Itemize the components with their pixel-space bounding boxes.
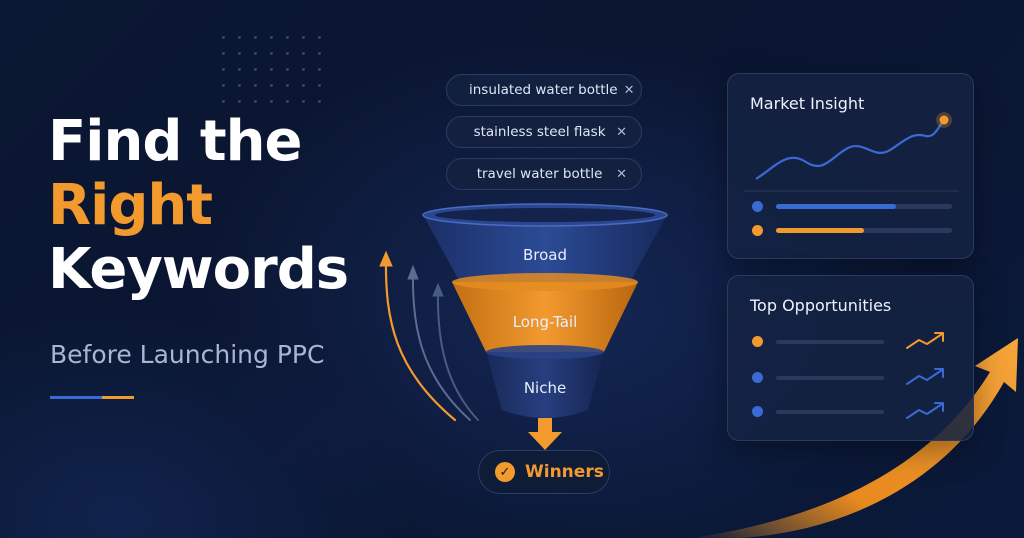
opportunity-placeholder-bar	[776, 376, 884, 380]
funnel-stage-long-tail: Long-Tail	[512, 313, 578, 331]
market-insight-card: Market Insight	[727, 73, 974, 259]
headline-line-3: Keywords	[48, 237, 349, 302]
top-opportunities-title: Top Opportunities	[750, 296, 892, 315]
accent-underline	[50, 396, 134, 399]
headline-line-1: Find the	[48, 109, 303, 174]
keyword-chip-label: insulated water bottle	[469, 82, 618, 98]
insight-bar-row	[752, 201, 763, 212]
check-icon: ✓	[495, 462, 515, 482]
insight-bar-row	[752, 225, 763, 236]
market-insight-title: Market Insight	[750, 94, 865, 113]
trend-up-icon	[906, 402, 944, 419]
keyword-chip[interactable]: insulated water bottle ✕	[446, 74, 642, 106]
funnel-stage-niche: Niche	[523, 379, 567, 397]
subtitle: Before Launching PPC	[50, 340, 325, 369]
insight-bar-track	[776, 228, 952, 233]
close-icon[interactable]: ✕	[616, 166, 627, 182]
bar-dot	[752, 201, 763, 212]
funnel-stage-broad: Broad	[522, 246, 568, 264]
headline: Find the Right Keywords	[48, 109, 349, 302]
keyword-chip[interactable]: stainless steel flask ✕	[446, 116, 642, 148]
close-icon[interactable]: ✕	[616, 124, 627, 140]
opportunity-row[interactable]	[728, 368, 975, 388]
trend-line-chart	[744, 112, 959, 192]
rising-arrows	[379, 250, 479, 422]
opportunity-placeholder-bar	[776, 340, 884, 344]
opportunity-dot	[752, 406, 763, 417]
trend-line	[755, 119, 945, 180]
insight-bar-track	[776, 204, 952, 209]
opportunity-row[interactable]	[728, 402, 975, 422]
keyword-chip-label: travel water bottle	[476, 166, 603, 182]
trend-up-icon	[906, 368, 944, 385]
decorative-dot-grid	[222, 36, 334, 116]
close-icon[interactable]: ✕	[623, 82, 635, 98]
keyword-chip[interactable]: travel water bottle ✕	[446, 158, 642, 190]
winners-label: Winners	[525, 462, 604, 482]
insight-bar-fill	[776, 228, 864, 233]
bar-dot	[752, 225, 763, 236]
keyword-funnel	[422, 203, 668, 450]
insight-bar-fill	[776, 204, 896, 209]
winners-badge: ✓ Winners	[478, 450, 610, 494]
opportunity-dot	[752, 336, 763, 347]
headline-line-2: Right	[48, 173, 213, 238]
keyword-chip-label: stainless steel flask	[473, 124, 606, 140]
top-opportunities-card: Top Opportunities	[727, 275, 974, 441]
opportunity-dot	[752, 372, 763, 383]
opportunity-placeholder-bar	[776, 410, 884, 414]
opportunity-row[interactable]	[728, 332, 975, 352]
trend-up-icon	[906, 332, 944, 349]
